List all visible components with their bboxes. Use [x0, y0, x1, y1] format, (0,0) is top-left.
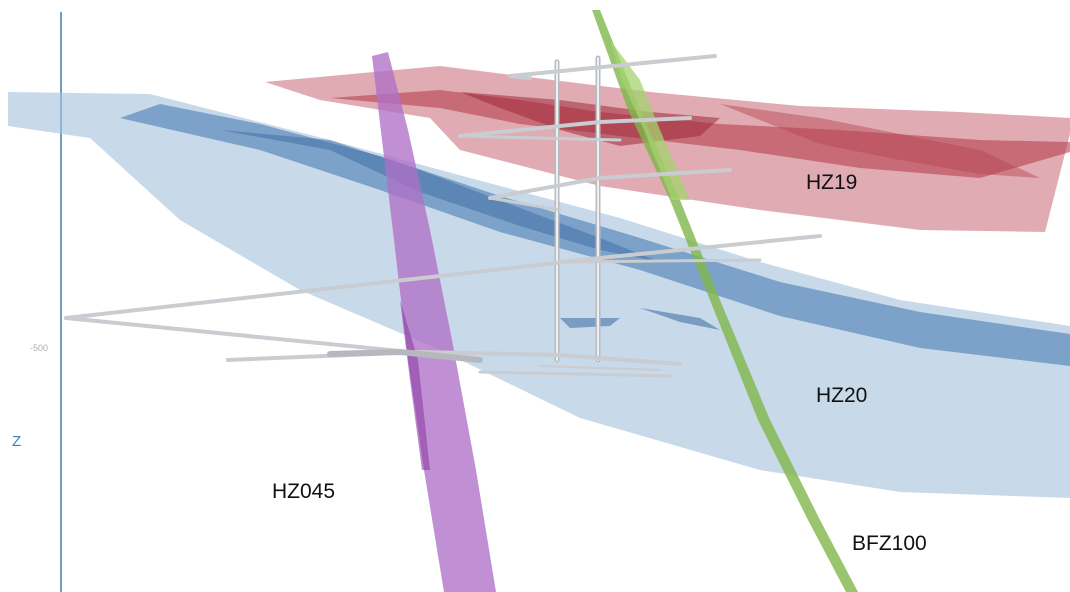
hz045-label: HZ045	[272, 480, 336, 503]
hz20-label: HZ20	[816, 384, 868, 407]
z-axis-label: Z	[12, 433, 22, 450]
hz20-surface	[8, 92, 1070, 498]
hz19-label: HZ19	[806, 171, 858, 194]
tunnel-structure	[64, 54, 822, 378]
bfz100-label: BFZ100	[852, 532, 927, 555]
z-axis-tick-label: -500	[30, 343, 49, 353]
hz045-surface	[372, 52, 496, 592]
